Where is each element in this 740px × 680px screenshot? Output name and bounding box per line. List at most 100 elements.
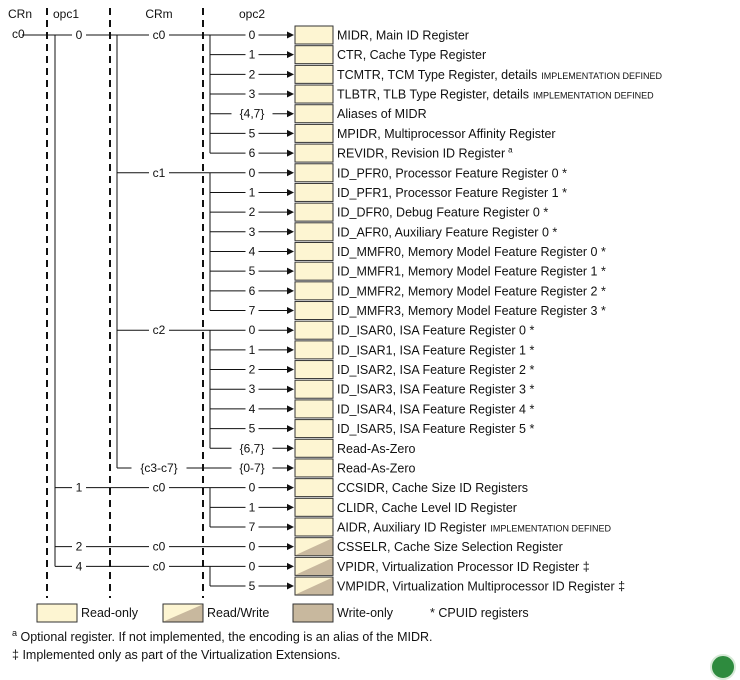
label-background	[245, 303, 259, 318]
register-description: ID_AFR0, Auxiliary Feature Register 0 *	[337, 225, 557, 239]
label-background	[131, 460, 187, 475]
opc2-value: 4	[249, 244, 256, 258]
register-name: ID_PFR1, Processor Feature Register 1 *	[337, 186, 567, 200]
label-background	[245, 283, 259, 298]
register-description: ID_MMFR0, Memory Model Feature Register …	[337, 245, 606, 259]
register-name: CSSELR, Cache Size Selection Register	[337, 540, 563, 554]
register-row: {c3-c7}{0-7}Read-As-Zero	[131, 458, 416, 478]
implementation-defined-note: IMPLEMENTATION DEFINED	[541, 71, 662, 81]
footnote-optional-text: Optional register. If not implemented, t…	[20, 630, 433, 645]
label-background	[245, 401, 259, 416]
opc2-value: 0	[249, 323, 256, 337]
crm-value: c0	[153, 540, 166, 554]
label-background	[72, 480, 86, 495]
arrow-head	[287, 287, 294, 295]
arrow-head	[287, 543, 294, 551]
arrow-head	[287, 582, 294, 590]
opc2-value: 3	[249, 225, 256, 239]
access-box	[294, 497, 334, 517]
label-background	[72, 539, 86, 554]
label-background	[245, 205, 259, 220]
register-description: ID_ISAR1, ISA Feature Register 1 *	[337, 343, 534, 357]
arrow-head	[287, 326, 294, 334]
register-description: Read-As-Zero	[337, 442, 416, 456]
register-name: CTR, Cache Type Register	[337, 48, 486, 62]
label-background	[245, 559, 259, 574]
arrow-head	[287, 464, 294, 472]
read-write-triangle	[295, 538, 333, 556]
register-name: ID_ISAR2, ISA Feature Register 2 *	[337, 363, 534, 377]
footnote-marker: a	[508, 146, 513, 155]
opc2-value: {6,7}	[240, 441, 265, 455]
arrow-head	[287, 385, 294, 393]
register-row: {4,7}Aliases of MIDR	[231, 104, 427, 124]
register-name: MPIDR, Multiprocessor Affinity Register	[337, 127, 556, 141]
arrow-head	[287, 267, 294, 275]
arrow-head	[287, 444, 294, 452]
legend-read-write-label: Read/Write	[207, 606, 269, 620]
register-name: ID_ISAR4, ISA Feature Register 4 *	[337, 402, 534, 416]
register-name: ID_MMFR1, Memory Model Feature Register …	[337, 265, 606, 279]
register-row: 4 ID_ISAR4, ISA Feature Register 4 *	[245, 399, 534, 419]
arrow-head	[287, 484, 294, 492]
arrow-head	[287, 169, 294, 177]
access-box	[294, 123, 334, 143]
legend-cpuid-label: * CPUID registers	[430, 606, 529, 620]
register-description: ID_ISAR2, ISA Feature Register 2 *	[337, 363, 534, 377]
opc2-value: 1	[249, 500, 256, 514]
label-background	[245, 224, 259, 239]
register-name: Aliases of MIDR	[337, 107, 427, 121]
arrow-head	[287, 247, 294, 255]
arrow-head	[287, 366, 294, 374]
crm-value: c1	[153, 166, 166, 180]
opc2-value: 6	[249, 284, 256, 298]
legend-write-only-label: Write-only	[337, 606, 394, 620]
label-background	[245, 126, 259, 141]
register-name: TLBTR, TLB Type Register, details	[337, 88, 529, 102]
label-background	[231, 106, 273, 121]
access-box	[294, 104, 334, 124]
register-name: Read-As-Zero	[337, 442, 416, 456]
opc2-value: 0	[249, 166, 256, 180]
register-name: MIDR, Main ID Register	[337, 29, 469, 43]
register-name: ID_AFR0, Auxiliary Feature Register 0 *	[337, 225, 557, 239]
access-box	[294, 45, 334, 65]
register-name: AIDR, Auxiliary ID Register	[337, 521, 486, 535]
label-background	[231, 460, 273, 475]
label-background	[245, 480, 259, 495]
register-name: VPIDR, Virtualization Processor ID Regis…	[337, 560, 590, 574]
crm-value: c0	[153, 28, 166, 42]
access-box	[294, 64, 334, 84]
footnote-optional: a Optional register. If not implemented,…	[12, 628, 433, 644]
register-description: CCSIDR, Cache Size ID Registers	[337, 481, 528, 495]
header-opc2: opc2	[239, 7, 265, 21]
opc2-value: 5	[249, 264, 256, 278]
register-description: VPIDR, Virtualization Processor ID Regis…	[337, 560, 590, 574]
label-background	[149, 539, 169, 554]
crm-value: c0	[153, 481, 166, 495]
opc2-value: 3	[249, 87, 256, 101]
footnote-virtualization-mark: ‡	[12, 648, 19, 662]
register-description: CSSELR, Cache Size Selection Register	[337, 540, 563, 554]
opc2-value: 4	[249, 402, 256, 416]
register-row: 5 ID_MMFR1, Memory Model Feature Register…	[245, 261, 606, 281]
opc2-value: 3	[249, 382, 256, 396]
access-box	[294, 261, 334, 281]
opc1-value: 4	[76, 559, 83, 573]
register-row: {6,7} Read-As-Zero	[231, 438, 416, 458]
access-box	[294, 399, 334, 419]
register-description: ID_MMFR3, Memory Model Feature Register …	[337, 304, 606, 318]
